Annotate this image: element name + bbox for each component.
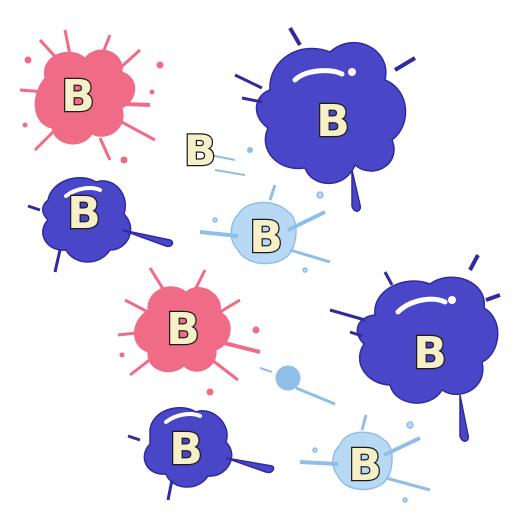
splat-sky-bottom-right: B <box>299 414 431 503</box>
splat-blue-bottom-left: B <box>127 407 275 501</box>
splat-letter-label: B <box>169 424 203 475</box>
splat-blue-large-right: B <box>329 254 501 442</box>
splat-letter-label: B <box>316 96 350 147</box>
splat-letter-label: B <box>166 304 200 355</box>
splat-plain-b-1: B <box>183 125 253 176</box>
splat-blue-mid-left: B <box>27 177 174 273</box>
splat-letter-label: B <box>184 126 216 175</box>
splat-pink-top-left: B <box>19 29 164 164</box>
splat-blue-large-top-right: B <box>234 26 417 212</box>
splat-letter-label: B <box>249 212 283 263</box>
splat-letter-label: B <box>348 440 382 491</box>
splat-letter-label: B <box>61 71 95 122</box>
splat-sky-center: B <box>199 184 331 273</box>
splat-letter-label: B <box>67 188 101 239</box>
splat-pink-center: B <box>117 267 261 396</box>
splat-letter-label: B <box>413 328 447 379</box>
sky-drip <box>259 365 336 406</box>
